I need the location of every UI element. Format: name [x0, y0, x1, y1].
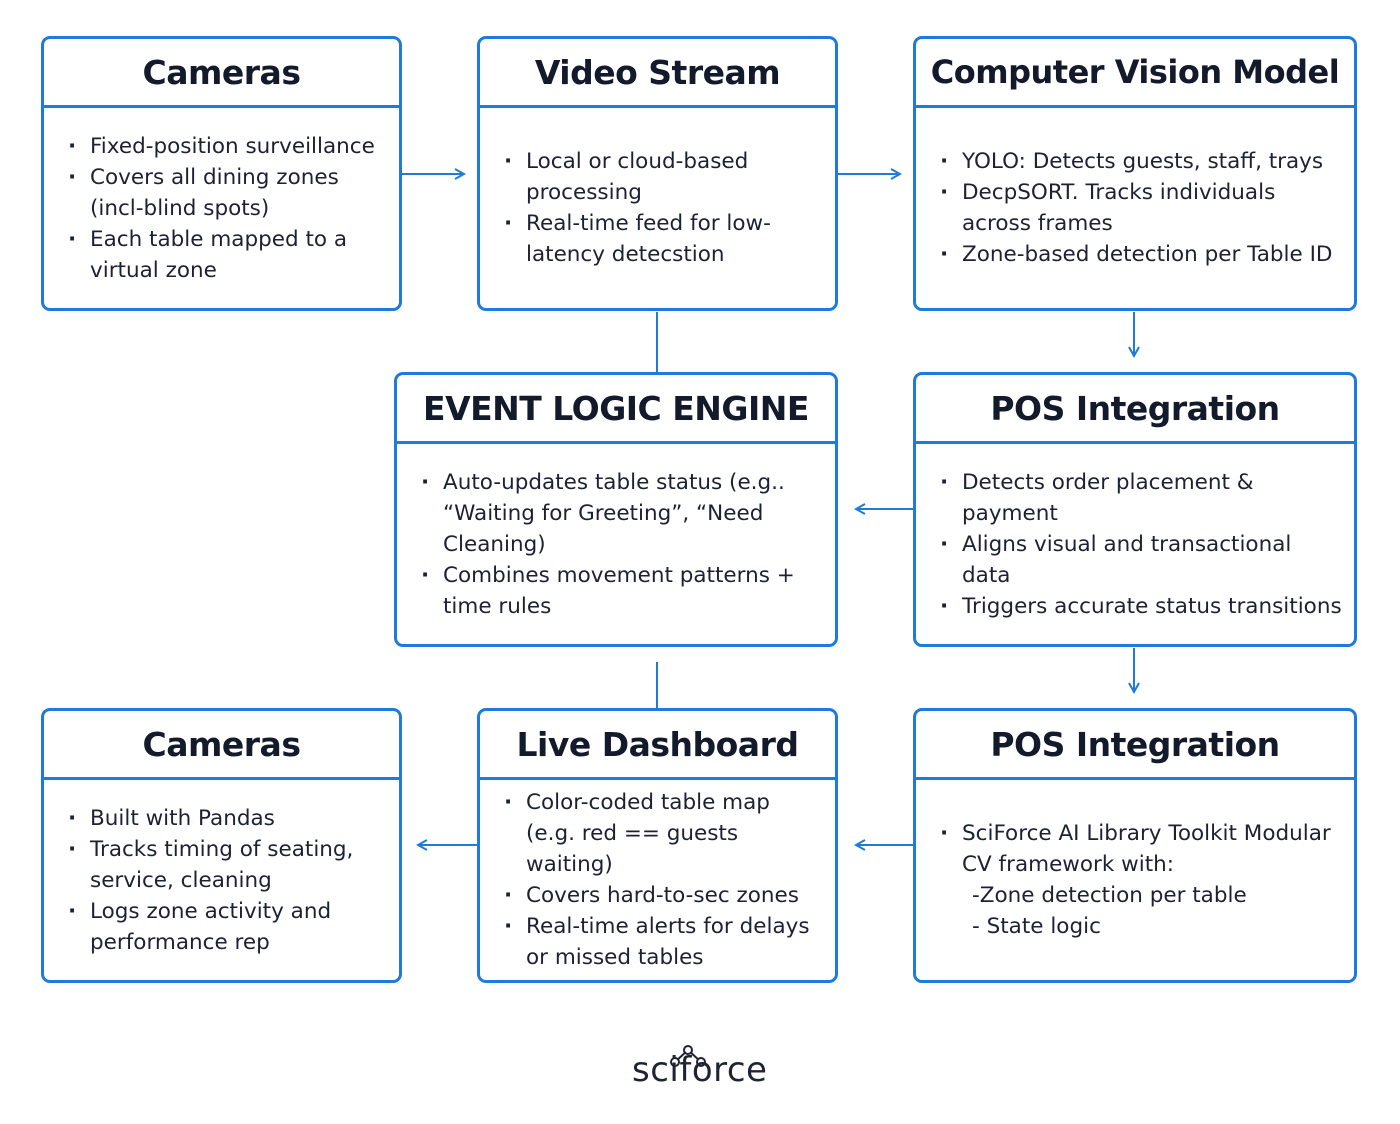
list-item: Triggers accurate status transitions [940, 591, 1344, 622]
list-item: - State logic [972, 914, 1101, 939]
sciforce-logo: sciforce [632, 1050, 768, 1090]
bullet-list: Color-coded table map (e.g. red == guest… [480, 787, 835, 973]
list-item: Tracks timing of seating, service, clean… [68, 834, 389, 896]
cv-model-box: Computer Vision Model YOLO: Detects gues… [913, 36, 1357, 311]
box-title: Cameras [44, 39, 399, 108]
bullet-list: YOLO: Detects guests, staff, trays DecpS… [916, 146, 1354, 270]
pos-integration-mid-box: POS Integration Detects order placement … [913, 372, 1357, 647]
list-item: SciForce AI Library Toolkit Modular CV f… [940, 818, 1344, 880]
list-item: Auto-updates table status (e.g.. “Waitin… [421, 467, 825, 560]
bullet-list: SciForce AI Library Toolkit Modular CV f… [916, 818, 1354, 942]
cameras-bottom-box: Cameras Built with Pandas Tracks timing … [41, 708, 402, 983]
bullet-list: Fixed-position surveillance Covers all d… [44, 131, 399, 286]
box-title: EVENT LOGIC ENGINE [397, 375, 835, 444]
cameras-top-box: Cameras Fixed-position surveillance Cove… [41, 36, 402, 311]
list-item: Fixed-position surveillance [68, 131, 389, 162]
box-title: Live Dashboard [480, 711, 835, 780]
box-title: Cameras [44, 711, 399, 780]
live-dashboard-box: Live Dashboard Color-coded table map (e.… [477, 708, 838, 983]
box-title: POS Integration [916, 375, 1354, 444]
box-title: POS Integration [916, 711, 1354, 780]
bullet-list: Detects order placement & payment Aligns… [916, 467, 1354, 622]
bullet-list: Local or cloud-based processing Real-tim… [480, 146, 835, 270]
list-item: -Zone detection per table [972, 883, 1247, 908]
event-logic-box: EVENT LOGIC ENGINE Auto-updates table st… [394, 372, 838, 647]
list-item: YOLO: Detects guests, staff, trays [940, 146, 1344, 177]
list-item: Combines movement patterns + time rules [421, 560, 825, 622]
list-item: Built with Pandas [68, 803, 389, 834]
video-stream-box: Video Stream Local or cloud-based proces… [477, 36, 838, 311]
list-item: DecpSORT. Tracks individuals across fram… [940, 177, 1344, 239]
list-item: Detects order placement & payment [940, 467, 1344, 529]
list-item: Zone-based detection per Table ID [940, 239, 1344, 270]
logo-network-icon [670, 1045, 706, 1067]
box-title: Computer Vision Model [916, 39, 1354, 108]
list-item: Color-coded table map (e.g. red == guest… [504, 787, 825, 880]
bullet-list: Built with Pandas Tracks timing of seati… [44, 803, 399, 958]
list-item: Each table mapped to a virtual zone [68, 224, 389, 286]
list-item: Real-time feed for low-latency detecstio… [504, 208, 825, 270]
box-title: Video Stream [480, 39, 835, 108]
bullet-list: Auto-updates table status (e.g.. “Waitin… [397, 467, 835, 622]
list-item: Local or cloud-based processing [504, 146, 825, 208]
list-item: Real-time alerts for delays or missed ta… [504, 911, 825, 973]
list-item: Covers all dining zones (incl-blind spot… [68, 162, 389, 224]
list-item: Covers hard-to-sec zones [504, 880, 825, 911]
pos-integration-bottom-box: POS Integration SciForce AI Library Tool… [913, 708, 1357, 983]
list-item: Aligns visual and transactional data [940, 529, 1344, 591]
list-item: Logs zone activity and performance rep [68, 896, 389, 958]
